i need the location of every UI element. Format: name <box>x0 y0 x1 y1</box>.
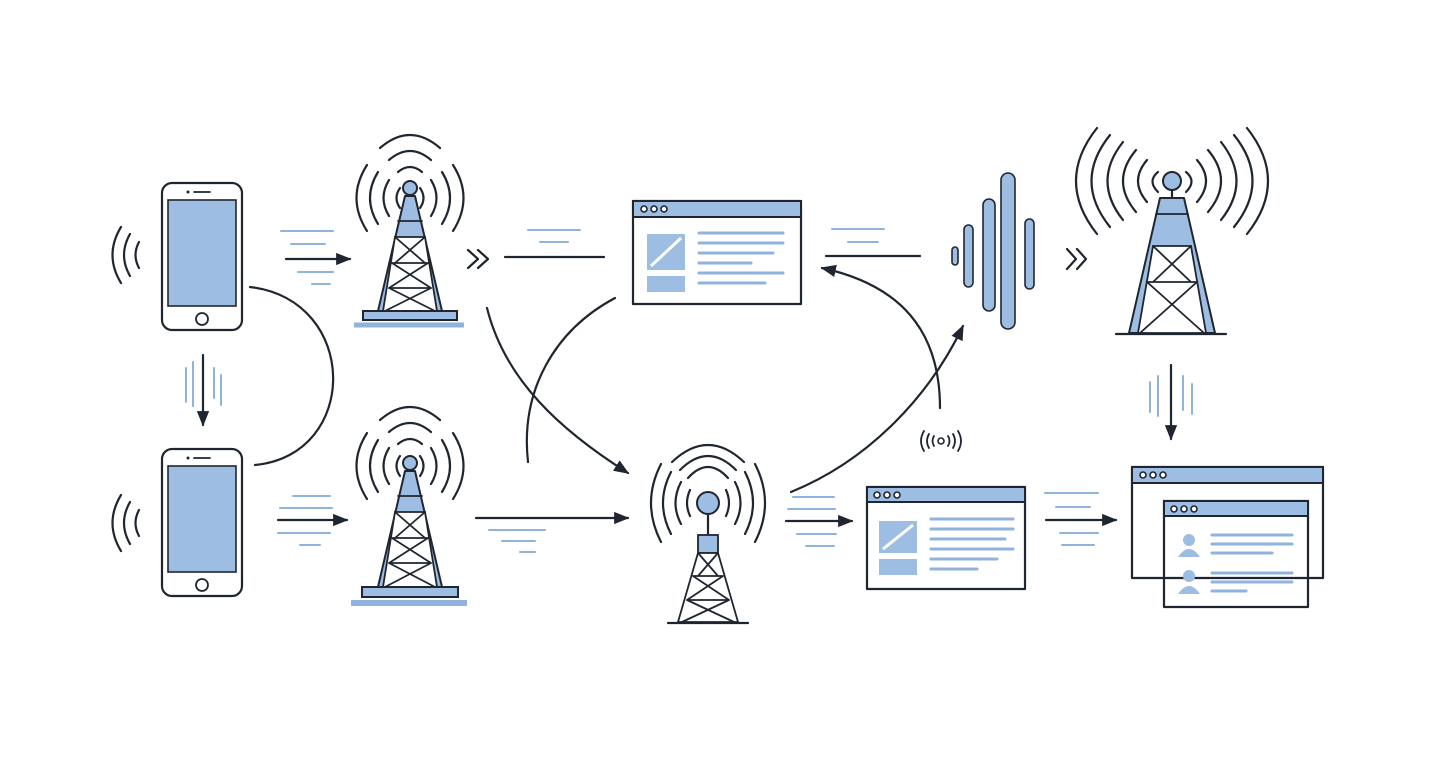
arrow-tower-to-tower <box>474 511 630 553</box>
signal-wave-icon <box>951 172 1035 330</box>
connector-browser-to-wave <box>824 228 922 258</box>
signal-waves-icon <box>111 493 141 553</box>
cell-tower-icon <box>1074 126 1270 336</box>
arrow-phone-to-phone <box>185 353 222 427</box>
chevron-right-icon <box>1065 247 1088 271</box>
arrow-phone-to-tower <box>280 230 352 285</box>
smartphone-icon <box>160 181 244 332</box>
browser-window-icon <box>631 199 803 306</box>
radio-emitter-icon <box>920 430 962 452</box>
arrow-curve-to-center-tower <box>485 306 630 475</box>
arrow-tower-to-profiles <box>1149 363 1193 441</box>
user-avatar-icon <box>1178 570 1200 594</box>
connector-curve <box>248 285 335 467</box>
profile-window-icon <box>1130 465 1325 609</box>
cell-tower-icon <box>649 443 767 625</box>
arrow-browser-to-profiles <box>1044 492 1118 546</box>
cell-tower-icon <box>354 134 465 328</box>
chevron-right-icon <box>466 248 490 270</box>
arrow-curve-to-browser <box>820 264 942 410</box>
cell-tower-icon <box>351 406 467 606</box>
arrow-curve-to-wave <box>789 324 965 494</box>
user-avatar-icon <box>1178 534 1200 557</box>
connector-tower-to-browser <box>503 229 606 259</box>
arrow-tower-to-browser <box>784 496 854 547</box>
smartphone-icon <box>160 447 244 598</box>
arrow-phone-to-tower <box>276 495 349 546</box>
browser-window-icon <box>865 485 1027 591</box>
connector-curve <box>525 296 617 464</box>
signal-waves-icon <box>111 225 141 285</box>
